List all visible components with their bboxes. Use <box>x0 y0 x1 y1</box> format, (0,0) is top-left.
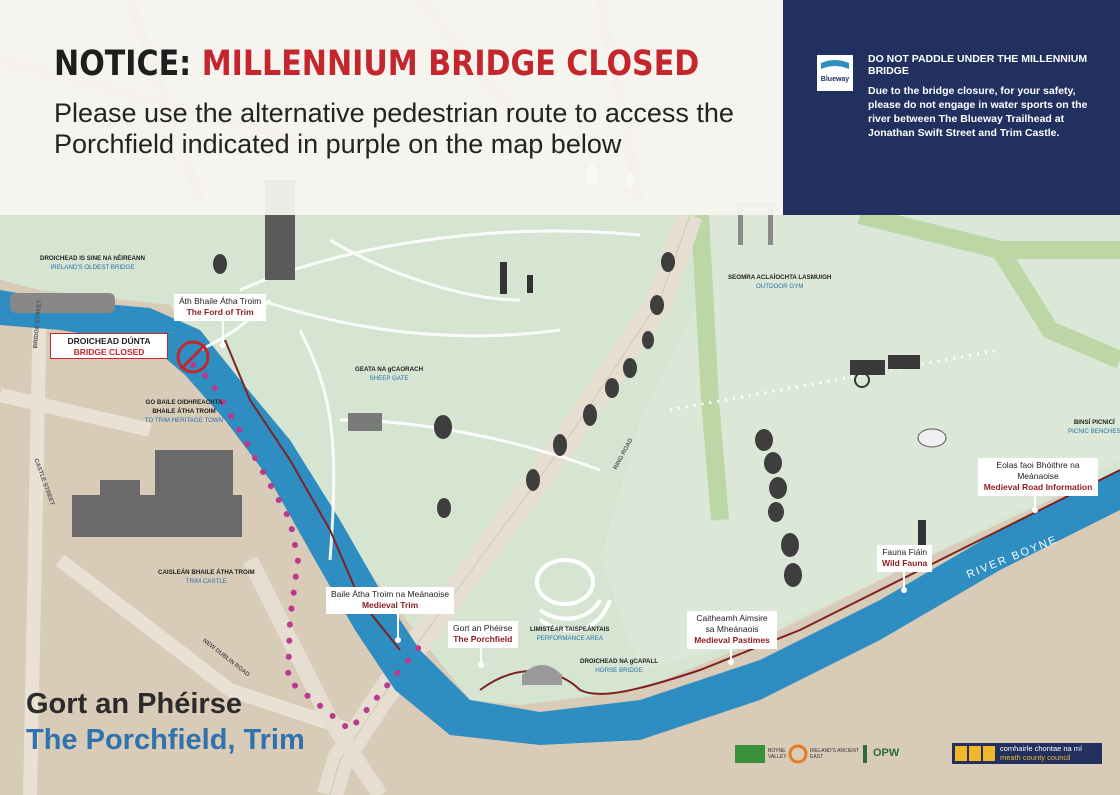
label-medieval-trim-en: Medieval Trim <box>361 600 419 610</box>
label-horse-bridge: DROICHEAD NA gCAPALL HORSE BRIDGE <box>580 657 658 675</box>
label-porchfield-ga: Gort an Phéirse <box>453 623 513 633</box>
label-medieval-trim: Baile Átha Troim na Meánaoise Medieval T… <box>326 587 455 614</box>
notice-lead: NOTICE: <box>54 44 192 84</box>
council-name-ga: comhairle chontae na mí <box>1000 744 1083 753</box>
blueway-panel <box>783 0 1120 215</box>
label-heritage-en: TO TRIM HERITAGE TOWN <box>144 417 224 424</box>
label-sheep-gate-en: SHEEP GATE <box>369 375 409 382</box>
label-pastimes-en: Medieval Pastimes <box>694 635 770 645</box>
label-picnic-benches: BINSÍ PICNICÍ PICNIC BENCHES <box>1068 418 1120 436</box>
label-wild-fauna: Fauna Fiáin Wild Fauna <box>877 545 933 572</box>
meadow <box>600 215 1120 670</box>
label-ford-ga: Áth Bhaile Átha Troim <box>179 296 262 306</box>
label-performance-en: PERFORMANCE AREA <box>536 635 603 642</box>
ancient-east-caption: IRELAND'S ANCIENT EAST <box>810 748 859 760</box>
ancient-east-logo <box>788 744 808 764</box>
council-name-en: meath county council <box>1000 753 1071 762</box>
horse-bridge-illustration <box>522 665 562 685</box>
blueway-logo: Blueway <box>817 55 853 91</box>
label-picnic-en: PICNIC BENCHES <box>1068 428 1120 435</box>
notice-subtitle: Please use the alternative pedestrian ro… <box>54 98 734 159</box>
blueway-heading: DO NOT PADDLE UNDER THE MILLENNIUM BRIDG… <box>868 53 1088 77</box>
new-dublin-road <box>242 556 387 795</box>
label-porchfield: Gort an Phéirse The Porchfield <box>448 621 518 648</box>
label-performance-area: LIMISTÉAR TAISPEÁNTAIS PERFORMANCE AREA <box>530 625 610 643</box>
boyne-valley-caption: BOYNE VALLEY <box>768 748 787 760</box>
label-picnic-ga: BINSÍ PICNICÍ <box>1073 419 1115 426</box>
meadow-edge-path <box>691 214 729 521</box>
label-sheep-gate: GEATA NA gCAORACH SHEEP GATE <box>355 365 423 383</box>
people-illustrations <box>500 262 926 556</box>
label-ford-of-trim: Áth Bhaile Átha Troim The Ford of Trim <box>174 294 267 321</box>
sheep-gate-illustration <box>348 413 382 431</box>
performance-area <box>535 558 612 633</box>
header-panel <box>0 0 783 215</box>
trim-castle-illustration <box>72 450 242 537</box>
label-trim-castle-en: TRIM CASTLE <box>185 578 227 585</box>
horse-cart-illustration <box>850 355 920 388</box>
pin-dots <box>220 342 1038 668</box>
label-trim-castle-ga: CAISLEÁN BHAILE ÁTHA TROIM <box>158 569 255 576</box>
label-pastimes-ga: Caitheamh Aimsire sa Mheánaois <box>696 613 768 634</box>
label-trim-castle: CAISLEÁN BHAILE ÁTHA TROIM TRIM CASTLE <box>158 568 255 586</box>
map-title-english: The Porchfield, Trim <box>26 724 305 756</box>
label-medieval-trim-ga: Baile Átha Troim na Meánaoise <box>331 589 450 599</box>
meadow-curve-path <box>992 245 1120 369</box>
left-roads <box>0 299 353 795</box>
south-bank-path <box>479 469 1120 695</box>
trees <box>213 252 802 587</box>
oldest-bridge-illustration <box>10 293 115 313</box>
logo-strip <box>735 743 1102 764</box>
label-heritage-ga: GO BAILE OIDHREACHTA BHAILE ÁTHA TROIM <box>145 399 223 415</box>
boyne-valley-logo <box>735 745 765 763</box>
river-boyne <box>0 290 1120 745</box>
alternative-route <box>190 362 428 735</box>
map-title-irish: Gort an Phéirse <box>26 688 242 720</box>
harp-logo <box>863 745 867 763</box>
label-horse-bridge-en: HORSE BRIDGE <box>595 667 643 674</box>
label-bridge-closed-en: BRIDGE CLOSED <box>73 347 145 357</box>
label-gym-ga: SEOMRA ACLAÍOCHTA LASMUIGH <box>728 274 832 281</box>
label-sheep-gate-ga: GEATA NA gCAORACH <box>355 366 424 373</box>
closed-bridge-marker <box>176 340 210 374</box>
label-heritage-town: GO BAILE OIDHREACHTA BHAILE ÁTHA TROIM T… <box>140 398 228 425</box>
label-performance-ga: LIMISTÉAR TAISPEÁNTAIS <box>530 626 610 633</box>
opw-logo-text: OPW <box>873 747 900 759</box>
sheep-illustration <box>917 428 947 448</box>
label-road-info: Eolas faoi Bhóithre na Meánaoise Medieva… <box>978 458 1098 496</box>
label-porchfield-en: The Porchfield <box>453 634 513 644</box>
notice-highlight: MILLENNIUM BRIDGE CLOSED <box>201 44 700 84</box>
label-oldest-bridge-en: IRELAND'S OLDEST BRIDGE <box>50 264 135 271</box>
label-road-info-ga: Eolas faoi Bhóithre na Meánaoise <box>996 460 1080 481</box>
label-gym-en: OUTDOOR GYM <box>755 283 804 290</box>
label-road-info-en: Medieval Road Information <box>983 482 1093 492</box>
label-wild-fauna-ga: Fauna Fiáin <box>882 547 928 557</box>
blueway-logo-text: Blueway <box>821 76 850 83</box>
label-ford-en: The Ford of Trim <box>186 307 254 317</box>
label-bridge-closed-ga: DROICHEAD DÚNTA <box>67 336 151 346</box>
label-oldest-bridge-ga: DROICHEAD IS SINE NA hÉIREANN <box>40 255 145 262</box>
label-medieval-pastimes: Caitheamh Aimsire sa Mheánaois Medieval … <box>687 611 777 649</box>
blueway-body: Due to the bridge closure, for your safe… <box>868 85 1088 139</box>
label-outdoor-gym: SEOMRA ACLAÍOCHTA LASMUIGH OUTDOOR GYM <box>728 273 831 291</box>
label-bridge-closed: DROICHEAD DÚNTA BRIDGE CLOSED <box>50 333 168 359</box>
label-horse-bridge-ga: DROICHEAD NA gCAPALL <box>580 658 659 665</box>
notice-title: NOTICE: MILLENNIUM BRIDGE CLOSED <box>54 44 699 84</box>
label-oldest-bridge: DROICHEAD IS SINE NA hÉIREANN IRELAND'S … <box>40 254 145 272</box>
label-wild-fauna-en: Wild Fauna <box>882 558 928 568</box>
